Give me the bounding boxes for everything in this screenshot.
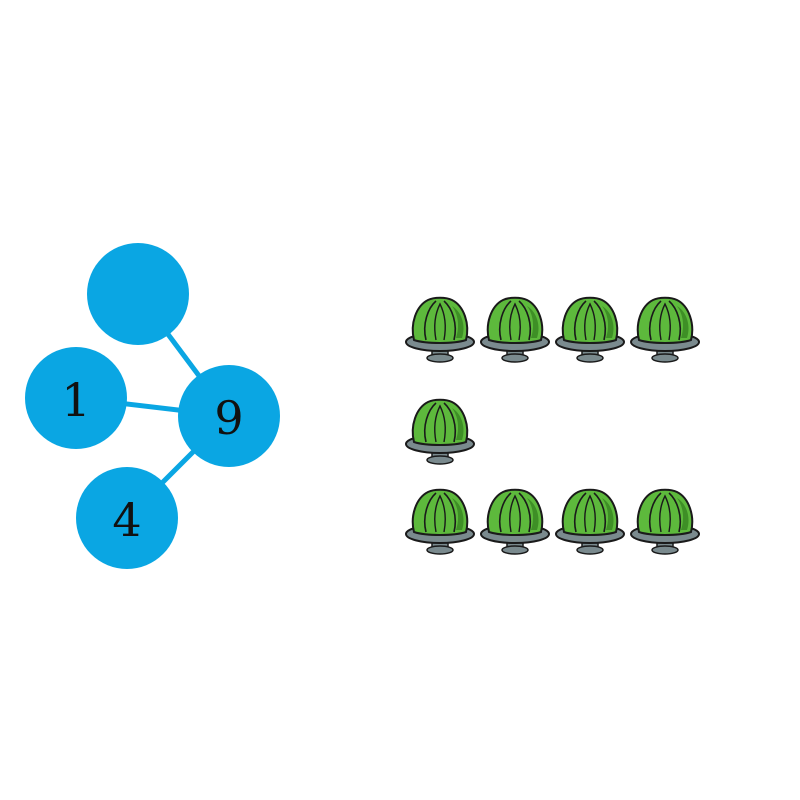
green-jelly-on-plate-icon [480, 488, 550, 555]
jelly-counters [405, 296, 700, 555]
bond-part-3-label: 4 [112, 493, 141, 547]
green-jelly-on-plate-icon [405, 488, 475, 555]
bond-part-3: 4 [76, 467, 178, 569]
bond-part-3-circle [76, 467, 178, 569]
bond-whole: 9 [178, 365, 280, 467]
bond-part-1-circle [87, 243, 189, 345]
bond-part-2-circle [25, 347, 127, 449]
green-jelly-on-plate-icon [555, 296, 625, 363]
bond-nodes: 1 4 9 [25, 243, 280, 569]
bond-whole-circle [178, 365, 280, 467]
bond-part-1 [87, 243, 189, 345]
green-jelly-on-plate-icon [480, 296, 550, 363]
green-jelly-on-plate-icon [405, 296, 475, 363]
bond-part-2-label: 1 [61, 373, 90, 427]
green-jelly-on-plate-icon [555, 488, 625, 555]
green-jelly-on-plate-icon [630, 488, 700, 555]
bond-part-2: 1 [25, 347, 127, 449]
bond-whole-label: 9 [214, 391, 243, 445]
green-jelly-on-plate-icon [630, 296, 700, 363]
green-jelly-on-plate-icon [405, 398, 475, 465]
